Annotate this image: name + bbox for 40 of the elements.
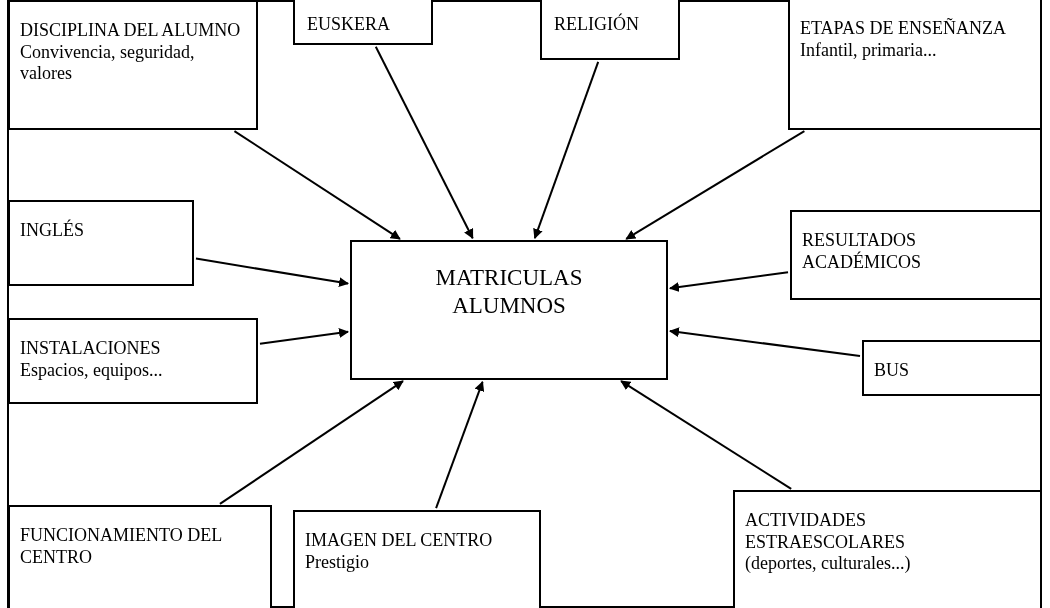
factor-box xyxy=(790,210,1042,300)
factor-title: EUSKERA xyxy=(307,14,391,36)
factor-box xyxy=(8,318,258,404)
factor-description: Prestigio xyxy=(305,551,370,574)
factor-title: BUS xyxy=(874,360,910,382)
factor-title: IMAGEN DEL CENTRO xyxy=(305,530,494,552)
factor-box xyxy=(540,0,680,60)
arrow xyxy=(194,257,350,288)
factor-title: RELIGIÓN xyxy=(554,14,640,36)
factor-box xyxy=(862,340,1042,396)
central-box xyxy=(350,240,668,380)
arrow xyxy=(218,380,404,505)
factor-box xyxy=(293,0,433,45)
arrow xyxy=(533,60,600,240)
factor-description: Convivencia, seguridad, valores xyxy=(20,41,196,85)
factor-description: Espacios, equipos... xyxy=(20,359,164,382)
factor-box xyxy=(733,490,1042,608)
factor-title: MATRICULAS ALUMNOS xyxy=(434,264,584,320)
arrow xyxy=(435,380,485,510)
factor-box xyxy=(788,0,1042,130)
arrow xyxy=(625,130,806,240)
arrow xyxy=(620,380,793,490)
factor-title: INSTALACIONES xyxy=(20,338,162,360)
arrow xyxy=(669,327,861,357)
factor-title: FUNCIONAMIENTO DEL CENTRO xyxy=(20,525,223,569)
factor-title: INGLÉS xyxy=(20,220,85,242)
factor-title: ACTIVIDADES ESTRAESCOLARES xyxy=(745,510,907,554)
factor-description: Infantil, primaria... xyxy=(800,39,938,62)
factor-description: (deportes, culturales...) xyxy=(745,553,912,575)
arrow xyxy=(233,130,401,240)
factor-title: RESULTADOS ACADÉMICOS xyxy=(802,230,922,274)
factor-box xyxy=(8,200,194,286)
factor-box xyxy=(293,510,541,608)
factor-box xyxy=(8,505,272,608)
arrow xyxy=(259,328,349,345)
factor-title: DISCIPLINA DEL ALUMNO xyxy=(20,20,242,42)
arrow xyxy=(374,45,474,240)
factor-box xyxy=(8,0,258,130)
arrow xyxy=(669,271,789,292)
factor-title: ETAPAS DE ENSEÑANZA xyxy=(800,18,1007,40)
